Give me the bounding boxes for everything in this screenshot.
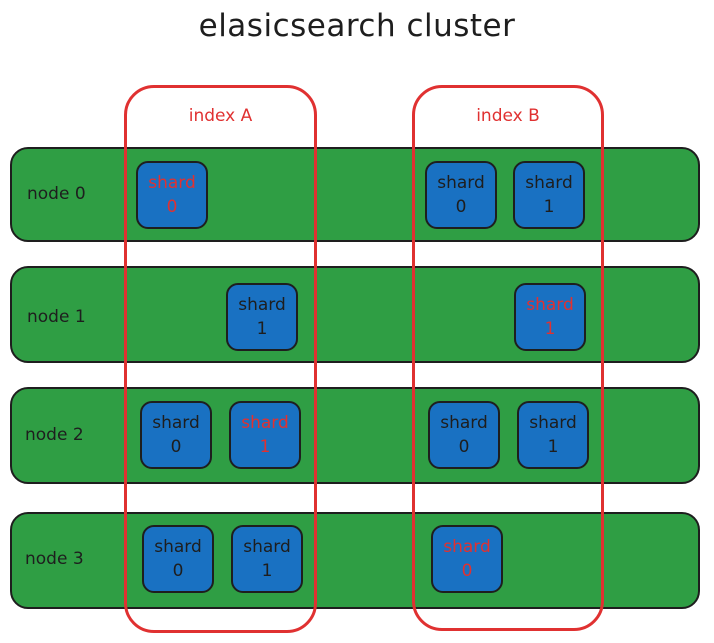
shard-label: shard	[529, 413, 577, 433]
shard-number: 1	[543, 197, 555, 217]
shard-node3-indexA-0: shard 0	[142, 525, 214, 593]
shard-label: shard	[440, 413, 488, 433]
node-1-label: node 1	[27, 307, 86, 327]
shard-node1-indexB-1: shard 1	[514, 283, 586, 351]
shard-number: 0	[455, 197, 467, 217]
shard-node0-indexB-1: shard 1	[513, 161, 585, 229]
shard-number: 1	[259, 437, 271, 457]
index-a-label: index A	[188, 106, 253, 126]
node-2-label: node 2	[25, 425, 84, 445]
shard-label: shard	[243, 537, 291, 557]
node-3-label: node 3	[25, 549, 84, 569]
shard-number: 1	[547, 437, 559, 457]
shard-number: 1	[261, 561, 273, 581]
shard-number: 1	[544, 319, 556, 339]
shard-node2-indexB-0: shard 0	[428, 401, 500, 469]
shard-node3-indexB-0: shard 0	[431, 525, 503, 593]
shard-node2-indexA-0: shard 0	[140, 401, 212, 469]
shard-node0-indexB-0: shard 0	[425, 161, 497, 229]
shard-label: shard	[443, 537, 491, 557]
shard-node1-indexA-1: shard 1	[226, 283, 298, 351]
shard-number: 0	[458, 437, 470, 457]
shard-number: 0	[166, 197, 178, 217]
index-b-outline: index B	[412, 85, 604, 631]
shard-label: shard	[525, 173, 573, 193]
shard-label: shard	[238, 295, 286, 315]
shard-label: shard	[148, 173, 196, 193]
shard-label: shard	[241, 413, 289, 433]
shard-label: shard	[437, 173, 485, 193]
shard-label: shard	[526, 295, 574, 315]
shard-node3-indexA-1: shard 1	[231, 525, 303, 593]
index-a-outline: index A	[124, 85, 317, 633]
shard-node0-indexA-0: shard 0	[136, 161, 208, 229]
shard-node2-indexB-1: shard 1	[517, 401, 589, 469]
shard-number: 0	[461, 561, 473, 581]
diagram-title: elasicsearch cluster	[198, 8, 516, 44]
shard-number: 1	[256, 319, 268, 339]
shard-number: 0	[172, 561, 184, 581]
node-0-label: node 0	[27, 184, 86, 204]
shard-label: shard	[152, 413, 200, 433]
shard-label: shard	[154, 537, 202, 557]
index-b-label: index B	[476, 106, 540, 126]
shard-number: 0	[170, 437, 182, 457]
shard-node2-indexA-1: shard 1	[229, 401, 301, 469]
